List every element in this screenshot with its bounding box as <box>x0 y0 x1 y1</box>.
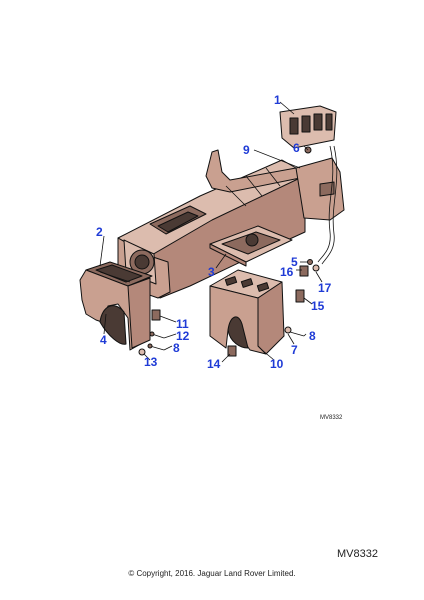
part-16-clip <box>299 265 309 277</box>
part-4-front-cover <box>79 269 151 351</box>
part-7-washer <box>284 326 292 334</box>
callout-5: 5 <box>291 255 298 269</box>
callout-1: 1 <box>274 93 281 107</box>
part-12-screw <box>149 331 165 339</box>
part-14-clip <box>227 345 237 357</box>
part-8-screw-right <box>289 331 305 337</box>
callout-15: 15 <box>311 299 325 313</box>
part-8-screw-left <box>147 343 165 351</box>
callout-14: 14 <box>207 357 221 371</box>
diagram-reference-large: MV8332 <box>337 548 378 560</box>
part-11-clip <box>151 309 161 321</box>
part-15-clip <box>295 289 305 303</box>
part-2-switch-panel <box>85 261 153 287</box>
part-1-switch-bezel <box>279 105 337 149</box>
callout-11: 11 <box>176 317 189 331</box>
callout-12: 12 <box>176 329 190 343</box>
callout-2: 2 <box>96 225 103 239</box>
callout-4: 4 <box>100 333 107 347</box>
callout-9: 9 <box>243 143 250 157</box>
callout-17: 17 <box>318 281 332 295</box>
copyright-notice: © Copyright, 2016. Jaguar Land Rover Lim… <box>128 569 295 578</box>
part-10-rear-cover <box>209 269 285 355</box>
part-17-nut <box>312 264 320 272</box>
center-console-body <box>117 149 306 299</box>
callout-10: 10 <box>270 357 284 371</box>
leader-lines <box>99 101 323 363</box>
part-13-washer <box>138 348 146 356</box>
callout-6: 6 <box>293 141 300 155</box>
callout-8a: 8 <box>173 341 180 355</box>
part-3-selector-surround <box>209 225 293 267</box>
part-9-side-panel <box>295 145 345 265</box>
diagram-reference-small: MV8332 <box>320 415 343 421</box>
callout-8b: 8 <box>309 329 316 343</box>
callouts: 1 2 3 4 5 6 7 8 8 9 10 11 12 13 14 15 16… <box>96 93 332 371</box>
callout-16: 16 <box>280 265 294 279</box>
callout-7: 7 <box>291 343 298 357</box>
callout-13: 13 <box>144 355 158 369</box>
part-5-screw <box>307 259 313 265</box>
callout-3: 3 <box>208 265 215 279</box>
